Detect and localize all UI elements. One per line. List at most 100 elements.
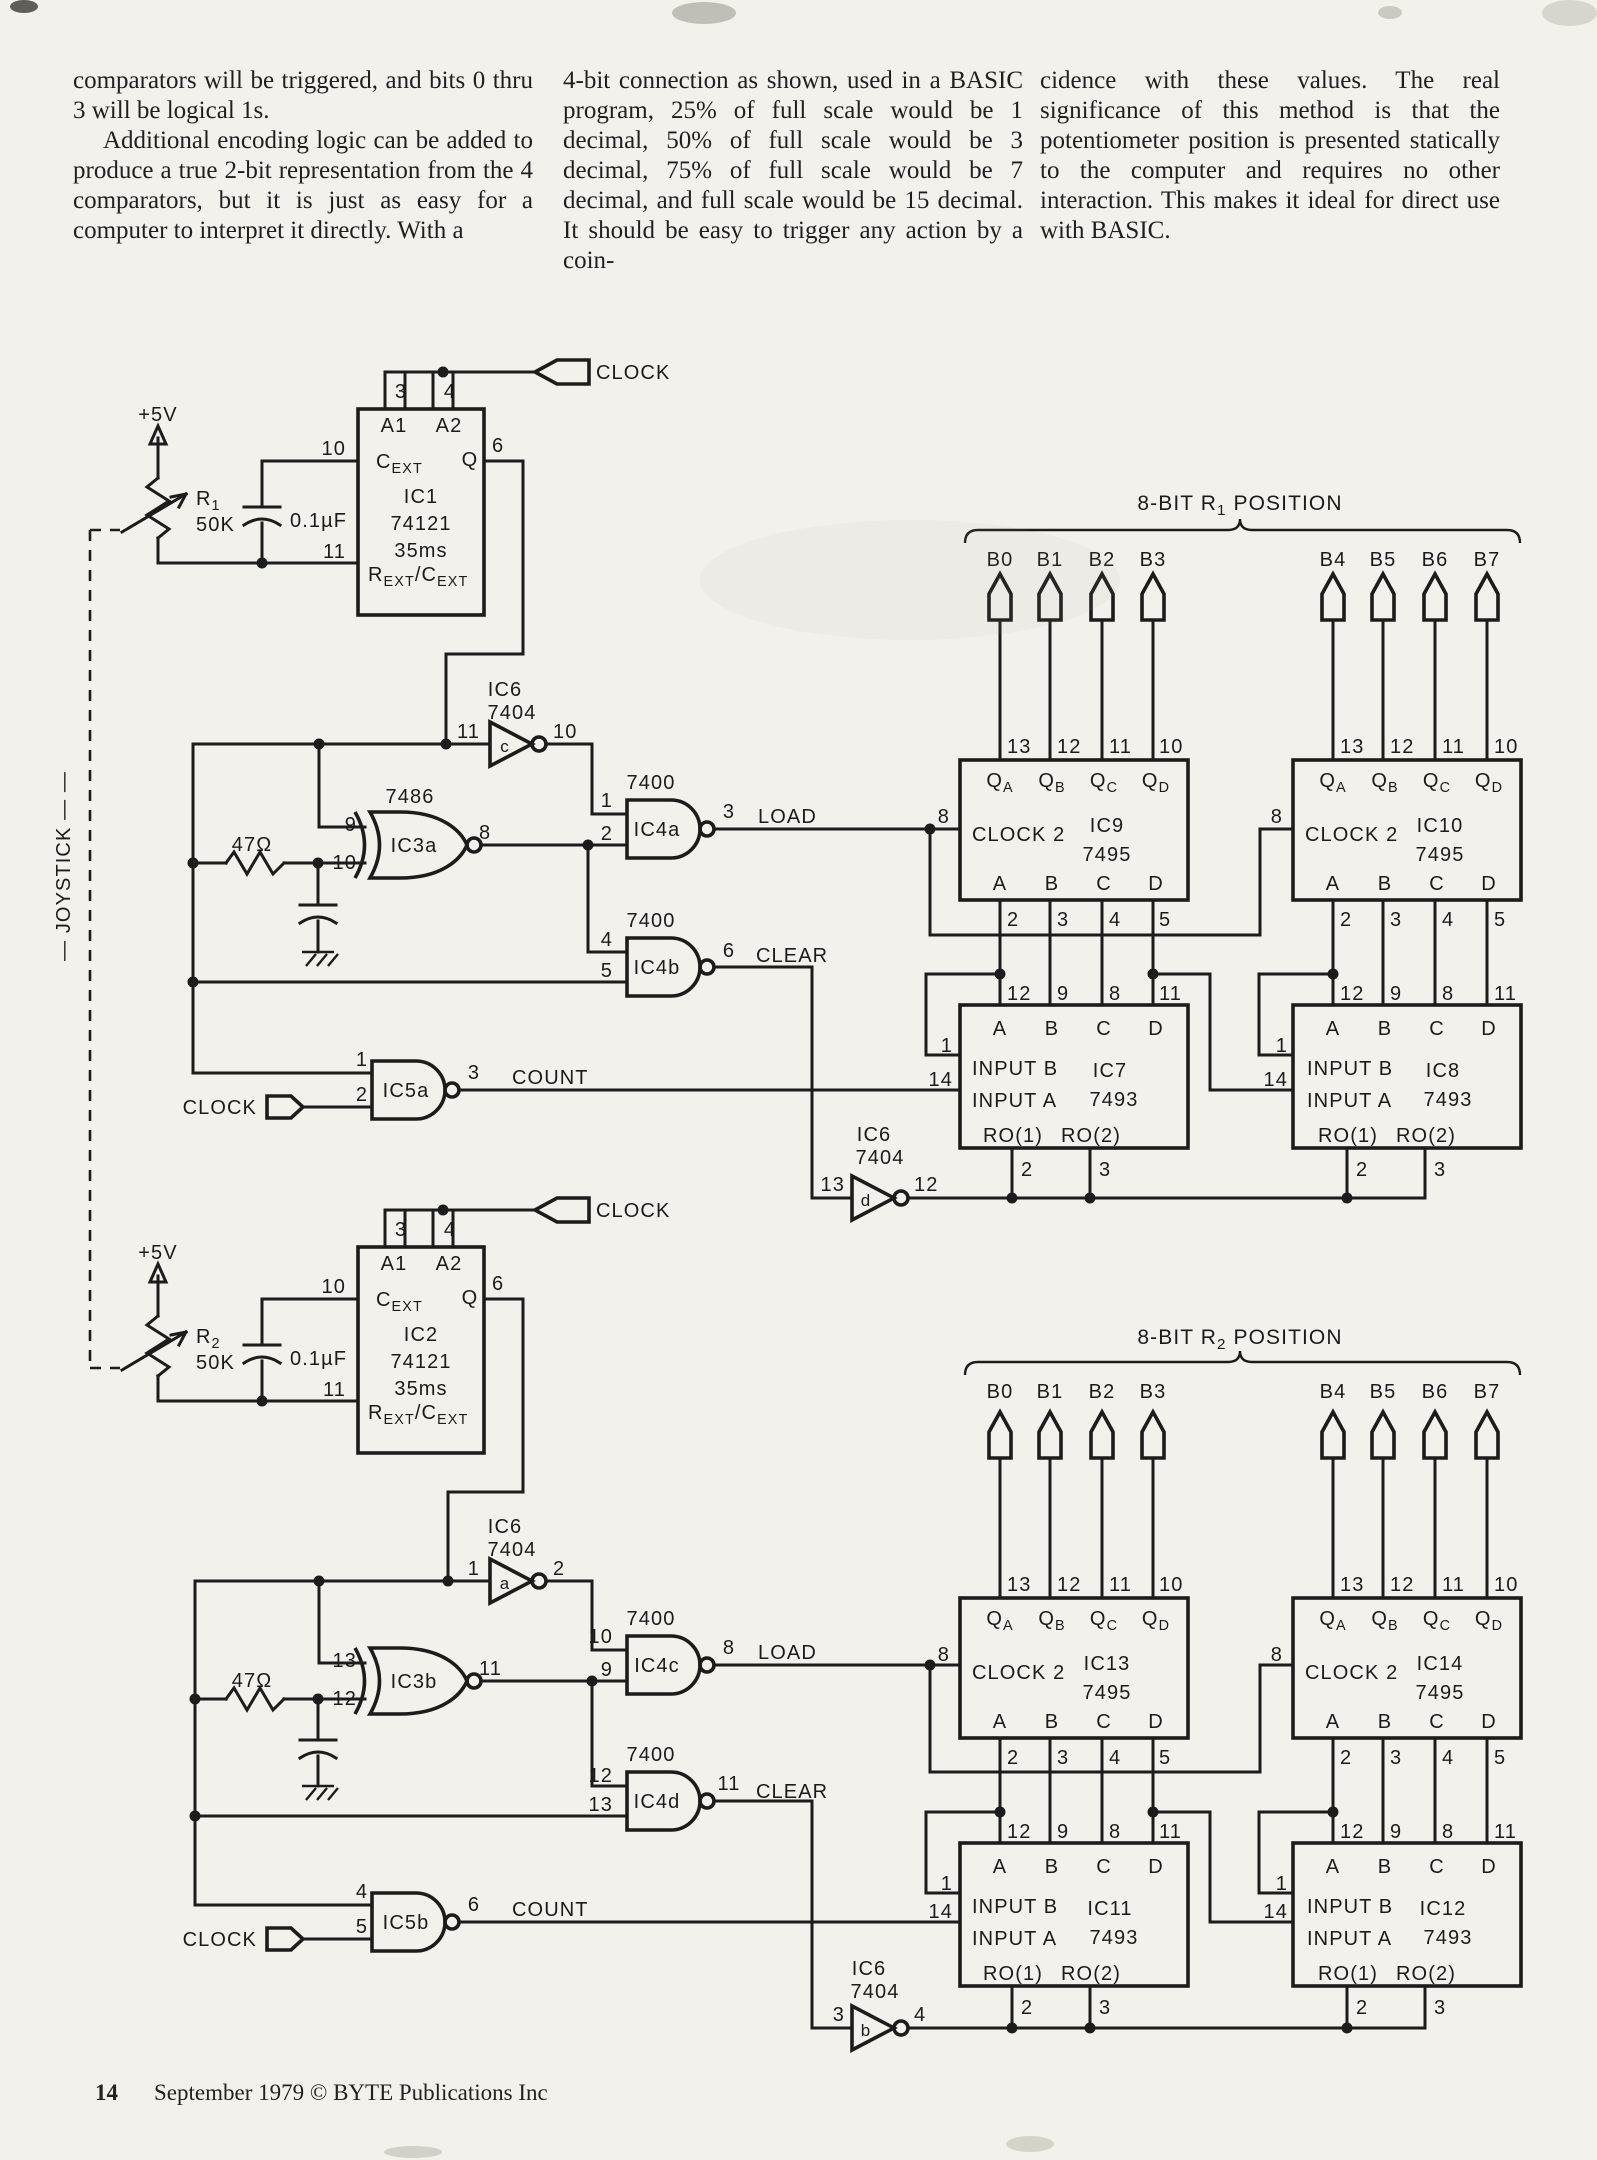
wire — [712, 1663, 1295, 1774]
schematic-label: QA — [1319, 1608, 1346, 1634]
label-text: 13 — [1340, 1574, 1364, 1596]
schematic-label: B — [1045, 1711, 1059, 1733]
schematic-label: QB — [1038, 1608, 1065, 1634]
label-text: 8-BIT R — [1137, 1326, 1217, 1349]
xor-input-arc — [353, 811, 367, 879]
label-text: 5 — [1494, 1747, 1506, 1769]
junction-dot — [1147, 1806, 1159, 1818]
label-text: B2 — [1089, 1381, 1116, 1403]
bit-output-arrow — [1089, 1408, 1115, 1460]
schematic-label: CLEAR — [756, 1781, 828, 1803]
junction-dot — [924, 823, 936, 835]
label-text: 0.1µF — [290, 510, 347, 532]
label-text: D — [1481, 1856, 1497, 1878]
label-text: A — [993, 1018, 1007, 1040]
label-subscript: 2 — [1217, 1336, 1227, 1353]
label-text: 8 — [1442, 1821, 1454, 1843]
schematic-label: c — [500, 737, 510, 756]
label-subscript: D — [1492, 1618, 1504, 1634]
label-text: 50K — [196, 1352, 235, 1374]
schematic-label: 7493 — [1424, 1927, 1473, 1949]
label-text: 12 — [1007, 1821, 1031, 1843]
label-text: 7495 — [1083, 844, 1132, 866]
schematic-label: 3 — [395, 1219, 407, 1241]
label-text: 6 — [492, 435, 504, 457]
label-text: A2 — [436, 1253, 463, 1275]
label-text: 12 — [1390, 1574, 1414, 1596]
label-text: CLOCK 2 — [1305, 1662, 1398, 1684]
label-subscript: EXT — [437, 574, 468, 590]
wire — [156, 1297, 360, 1403]
schematic-label: C — [1096, 1018, 1112, 1040]
schematic-label: 7493 — [1090, 1089, 1139, 1111]
inverter-gate — [488, 1556, 536, 1606]
label-text: LOAD — [758, 1642, 817, 1664]
schematic-label: A — [993, 1711, 1007, 1733]
label-text: 1 — [1276, 1035, 1288, 1057]
schematic-label: 7495 — [1083, 844, 1132, 866]
schematic-label: A — [1326, 1711, 1340, 1733]
schematic-label: INPUT B — [972, 1058, 1058, 1080]
wire — [712, 827, 1295, 937]
schematic-label: QB — [1038, 770, 1065, 796]
schematic-label: QC — [1090, 1608, 1118, 1634]
wire — [446, 1297, 525, 1583]
schematic-label: 11 — [323, 1379, 346, 1401]
inverter-gate — [850, 2003, 898, 2053]
label-subscript: D — [1492, 780, 1504, 796]
bit-output-arrow — [1320, 570, 1346, 622]
schematic-label: 12 — [589, 1765, 613, 1787]
label-text: 7404 — [488, 702, 537, 724]
label-text: A1 — [381, 415, 408, 437]
label-text: B — [1045, 873, 1059, 895]
junction-dot — [1006, 1192, 1018, 1204]
schematic-label: 1 — [468, 1558, 480, 1580]
label-text: 3 — [1434, 1159, 1446, 1181]
wire — [1331, 898, 1489, 1007]
schematic-label: 6 — [723, 940, 735, 962]
label-text: B — [1378, 1018, 1392, 1040]
wire — [144, 475, 172, 1379]
schematic-label: B5 — [1370, 549, 1397, 571]
schematic-label: 2 — [1007, 1747, 1019, 1769]
label-text: 10 — [1494, 1574, 1518, 1596]
junction-dot — [1006, 2022, 1018, 2034]
wire — [1331, 1456, 1489, 1600]
label-text: 14 — [929, 1069, 953, 1091]
label-text: B5 — [1370, 549, 1397, 571]
label-text: 9 — [601, 1659, 613, 1681]
schematic-label: 2 — [1007, 909, 1019, 931]
label-text: D — [1481, 1018, 1497, 1040]
schematic-label: IC4b — [634, 957, 681, 979]
junction-dot — [437, 366, 449, 378]
label-text: CLOCK — [183, 1929, 257, 1951]
schematic-label: CLOCK — [183, 1929, 257, 1951]
label-text: d — [861, 1191, 872, 1210]
label-text: 11 — [1494, 983, 1517, 1005]
label-text: Q — [1371, 770, 1388, 792]
label-subscript: A — [1003, 1618, 1014, 1634]
label-text: RO(1) — [1318, 1125, 1378, 1147]
label-subscript: B — [1055, 780, 1066, 796]
schematic-label: 6 — [492, 435, 504, 457]
schematic-label: IC3b — [391, 1671, 438, 1693]
schematic-label: 35ms — [394, 540, 447, 562]
schematic-label: 1 — [941, 1035, 953, 1057]
label-text: 9 — [1057, 983, 1069, 1005]
label-text: IC6 — [488, 679, 522, 701]
schematic-label: 74121 — [390, 513, 451, 535]
label-text: IC4d — [634, 1791, 681, 1813]
schematic-label: 8 — [1109, 983, 1121, 1005]
schematic-label: IC4a — [634, 819, 681, 841]
junction-dot — [924, 1659, 936, 1671]
wire — [383, 370, 537, 411]
wire — [544, 1579, 629, 1652]
junction-dot — [189, 1810, 201, 1822]
schematic-label: 7400 — [627, 772, 676, 794]
label-text: 13 — [589, 1794, 613, 1816]
label-text: 14 — [1264, 1069, 1288, 1091]
schematic-label: 7486 — [386, 786, 435, 808]
inverter-output-bubble — [892, 1189, 910, 1207]
brace — [963, 1350, 1522, 1376]
label-text: 5 — [601, 960, 613, 982]
